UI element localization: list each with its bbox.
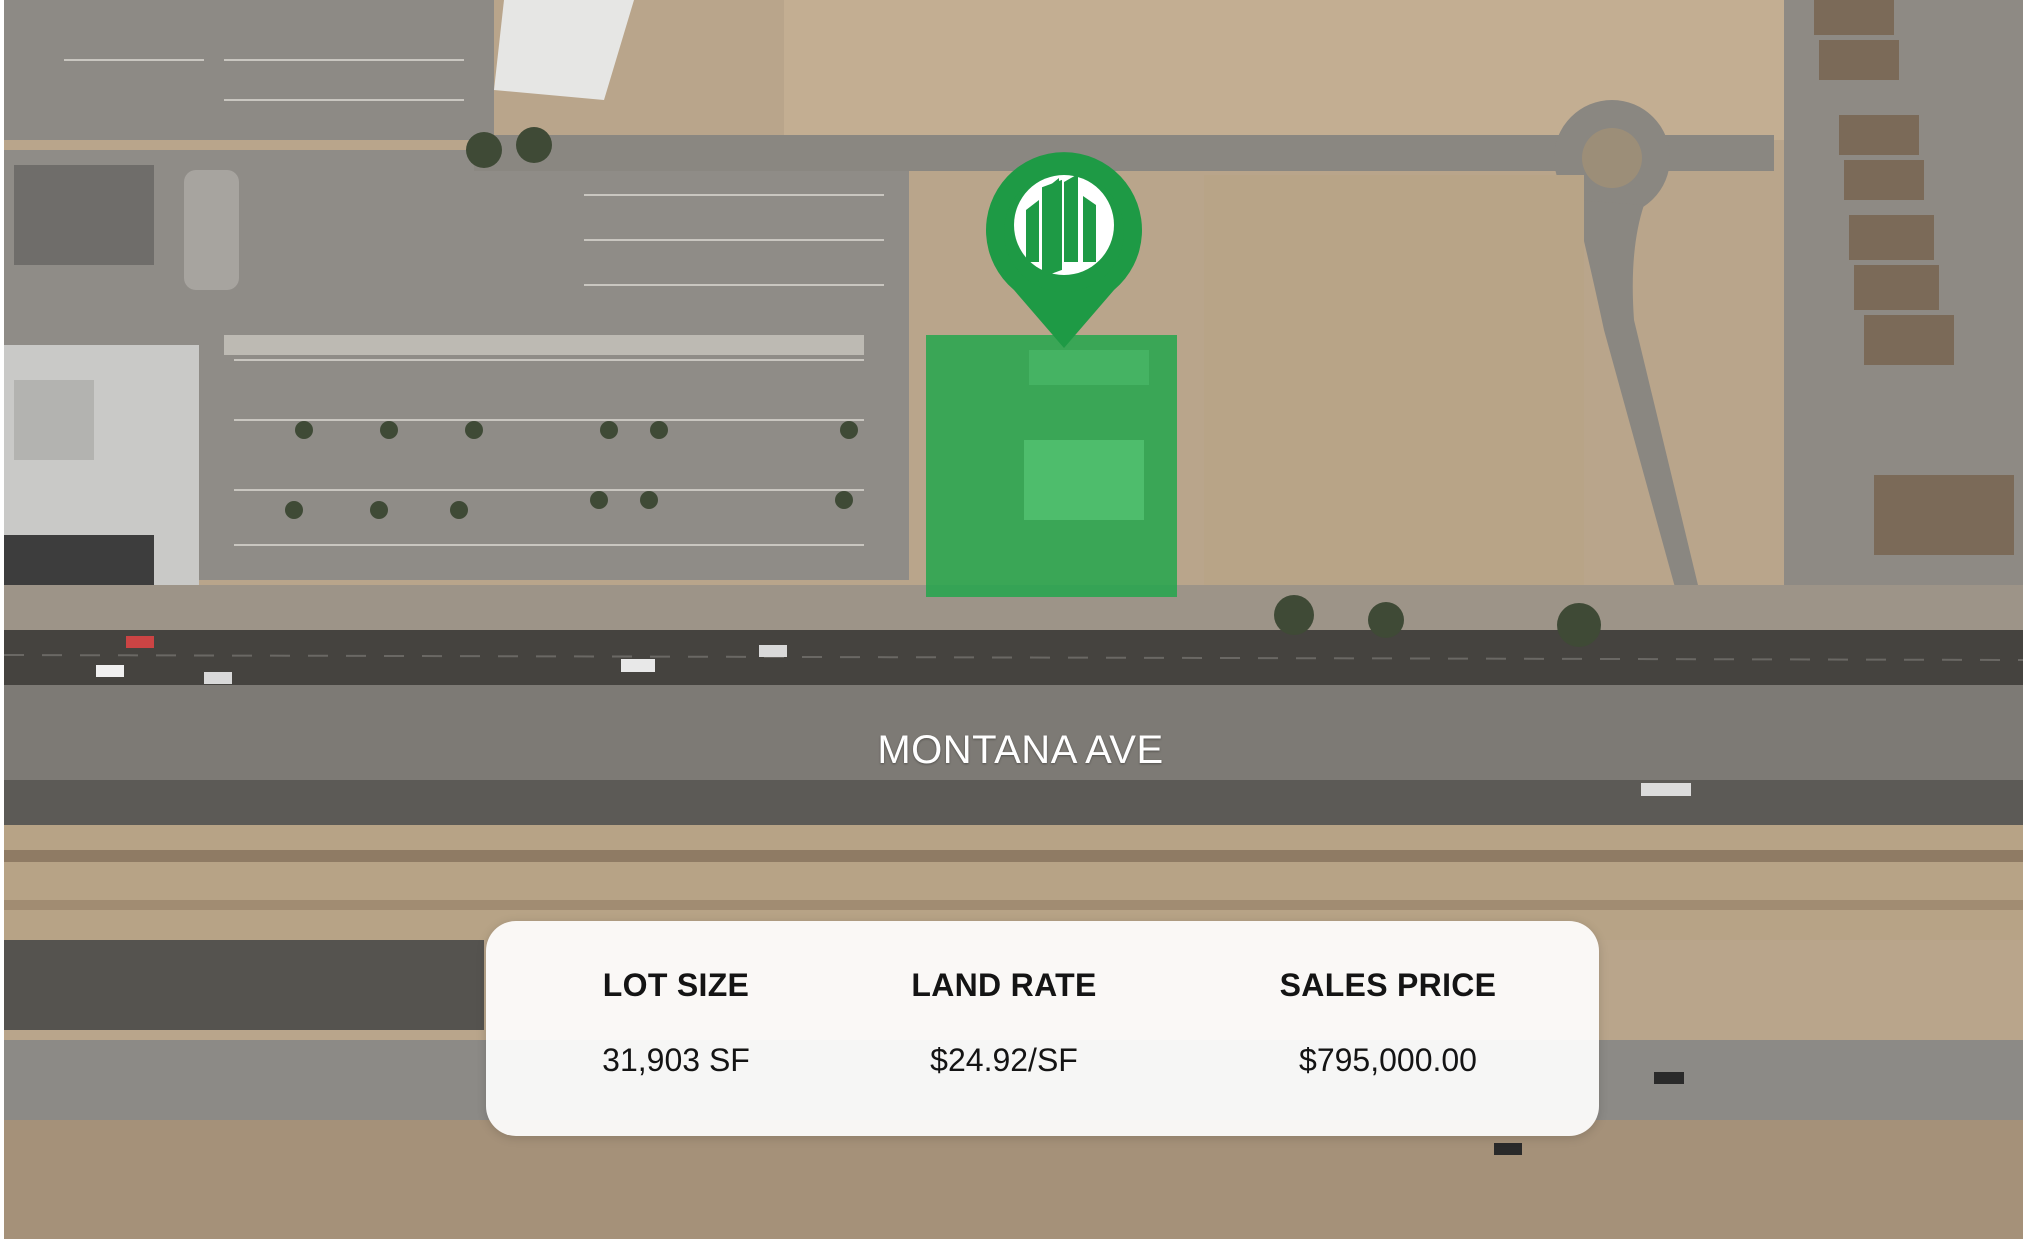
- aerial-photo: [4, 0, 2023, 1239]
- structure-canopy: [184, 170, 239, 290]
- parcel-structure: [1029, 350, 1149, 385]
- land-rate-label: LAND RATE: [911, 967, 1097, 1003]
- parcel-building: [1024, 440, 1144, 520]
- south-ground: [4, 1120, 2023, 1239]
- side-road: [1574, 200, 1759, 660]
- sales-price-label: SALES PRICE: [1279, 967, 1497, 1003]
- road-median: [4, 685, 2023, 780]
- houses: [1814, 0, 2014, 555]
- lane-line: [4, 654, 2023, 661]
- land-rate-value: $24.92/SF: [930, 1042, 1078, 1078]
- road-lanes-south: [4, 780, 2023, 825]
- road-label: MONTANA AVE: [877, 728, 1164, 772]
- ditch-line: [4, 900, 2023, 910]
- east-lot: [1204, 175, 1584, 595]
- sales-price-value: $795,000.00: [1299, 1042, 1477, 1078]
- overpass: [4, 940, 484, 1030]
- building-roof-unit: [14, 380, 94, 460]
- vehicles: [96, 636, 1691, 1155]
- road-lanes-north: [4, 630, 2023, 685]
- lot-size-label: LOT SIZE: [602, 967, 750, 1003]
- lot-size-value: 31,903 SF: [602, 1042, 750, 1078]
- shrub-line: [4, 850, 2023, 862]
- south-desert: [4, 825, 2023, 940]
- parking-stripes: [64, 59, 884, 546]
- parking-north: [4, 0, 494, 140]
- trees: [285, 127, 1601, 647]
- property-summary-card: LOT SIZE 31,903 SF LAND RATE $24.92/SF S…: [486, 921, 1599, 1136]
- walkway: [224, 335, 864, 355]
- aerial-map: MONTANA AVE LOT SIZE 31,903 SF LAND RATE…: [4, 0, 2023, 1239]
- building-west-shadow: [4, 535, 154, 585]
- building-pin-icon[interactable]: [986, 152, 1142, 348]
- roundabout-center: [1582, 128, 1642, 188]
- building-north: [494, 0, 634, 100]
- structure-bleachers: [14, 165, 154, 265]
